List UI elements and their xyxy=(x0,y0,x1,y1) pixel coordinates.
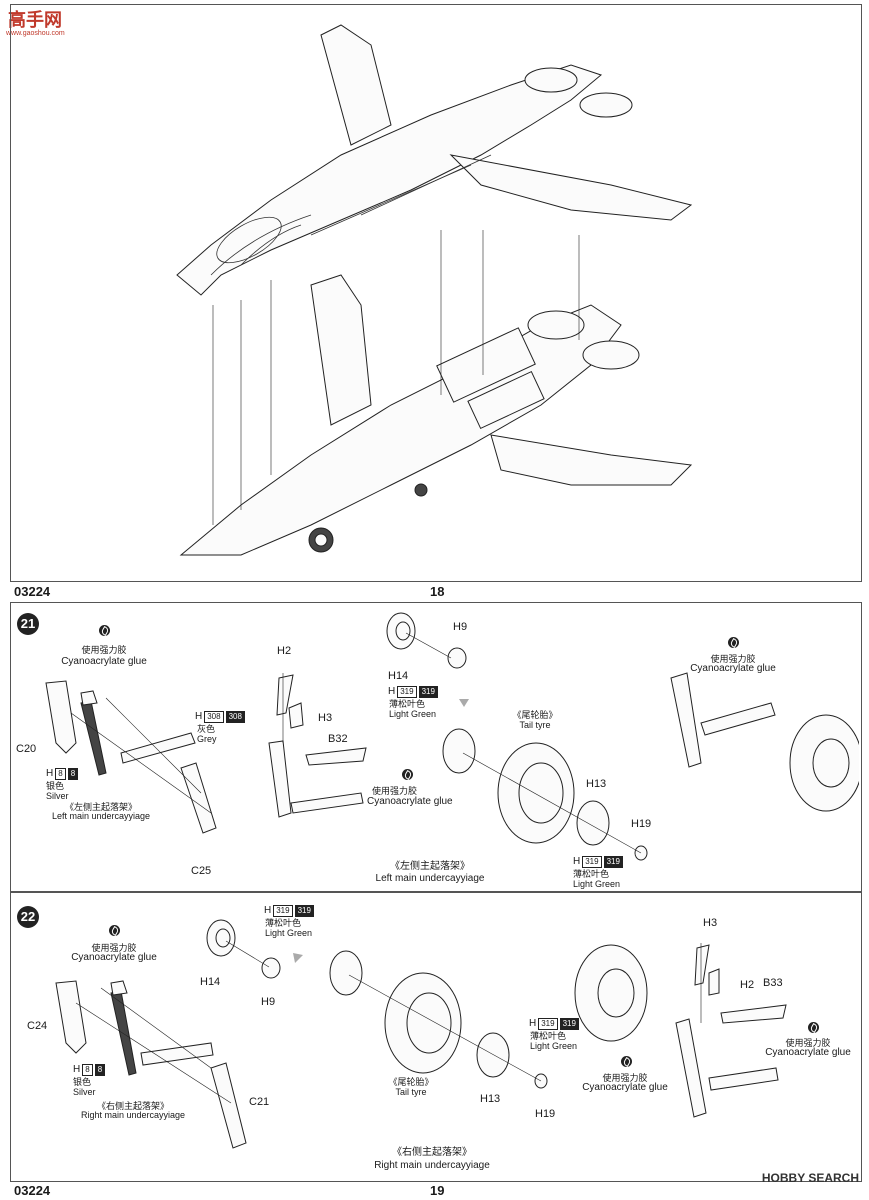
upper-fuselage-part xyxy=(176,24,693,296)
step-21-badge: 21 xyxy=(17,613,39,635)
right-main-label-en: Right main undercayyiage xyxy=(80,1110,186,1120)
paint-silver-cn: 银色 xyxy=(46,781,65,791)
part-label-c24: C24 xyxy=(27,1020,48,1032)
glue-label-cn: 使用强力胶 xyxy=(91,943,137,953)
paint-light-green-cn: 薄松叶色 xyxy=(265,918,302,928)
paint-light-green-en: Light Green xyxy=(573,879,621,889)
glue-label-cn: 使用强力胶 xyxy=(81,645,127,655)
part-label-h9: H9 xyxy=(453,621,468,633)
paint-grey-en: Grey xyxy=(197,734,217,744)
glue-icon xyxy=(402,769,413,780)
page-18-frame xyxy=(10,4,862,582)
lower-fuselage-part xyxy=(179,274,693,556)
page-18-number: 18 xyxy=(430,584,445,599)
part-label-h14: H14 xyxy=(388,670,409,682)
glue-label-cn: 使用强力胶 xyxy=(602,1073,648,1083)
glue-label-cn: 使用强力胶 xyxy=(785,1038,831,1048)
part-label-h3: H3 xyxy=(703,917,718,929)
paint-silver-en: Silver xyxy=(73,1087,96,1097)
step-22-frame xyxy=(10,892,862,1182)
paint-light-green-chip: H 319 319 xyxy=(573,856,623,868)
paint-grey-chip: H 308 308 xyxy=(195,711,245,723)
left-main-label-cn: 《左侧主起落架》 xyxy=(64,802,138,812)
left-main-label-en: Left main undercayyiage xyxy=(51,811,151,821)
glue-icon xyxy=(621,1056,632,1067)
part-label-h9: H9 xyxy=(261,996,276,1008)
part-label-c21: C21 xyxy=(249,1096,270,1108)
caption-en: Right main undercayyiage xyxy=(374,1160,490,1171)
part-label-h2: H2 xyxy=(740,979,755,991)
paint-light-green-chip: H 319 319 xyxy=(388,686,438,698)
tail-tyre-label-cn: 《尾轮胎》 xyxy=(512,710,558,720)
glue-label-en: Cyanoacrylate glue xyxy=(582,1082,668,1093)
paint-grey-cn: 灰色 xyxy=(197,724,216,734)
part-label-h2: H2 xyxy=(277,645,292,657)
part-strut-silver xyxy=(80,700,107,776)
part-label-h13: H13 xyxy=(480,1093,501,1105)
paint-silver-chip: H 8 8 xyxy=(46,768,79,780)
part-label-c25: C25 xyxy=(191,865,212,877)
paint-silver-cn: 银色 xyxy=(73,1077,92,1087)
glue-label-cn: 使用强力胶 xyxy=(710,654,756,664)
tail-tyre-label-en: Tail tyre xyxy=(395,1087,427,1097)
part-label-h19: H19 xyxy=(535,1108,556,1120)
part-label-b32: B32 xyxy=(328,733,348,745)
caption-cn: 《右侧主起落架》 xyxy=(392,1147,472,1158)
step-21-illustration xyxy=(45,612,859,861)
paint-light-green-en: Light Green xyxy=(265,928,313,938)
part-label-b33: B33 xyxy=(763,977,783,989)
glue-label-en: Cyanoacrylate glue xyxy=(61,656,147,667)
glue-label-en: Cyanoacrylate glue xyxy=(71,952,157,963)
paint-silver-chip: H 8 8 xyxy=(73,1064,106,1076)
part-label-h3: H3 xyxy=(318,712,333,724)
part-label-h19: H19 xyxy=(631,818,652,830)
step-22-badge: 22 xyxy=(17,906,39,928)
hobbysearch-watermark: HOBBY SEARCH xyxy=(761,1171,859,1185)
glue-icon xyxy=(99,625,110,636)
step-21-frame xyxy=(10,602,862,892)
paint-light-green-cn: 薄松叶色 xyxy=(389,699,426,709)
tail-tyre-label-cn: 《尾轮胎》 xyxy=(388,1077,434,1087)
page-19-code: 03224 xyxy=(14,1183,51,1198)
assembly-guide-lines xyxy=(212,230,580,525)
glue-icon xyxy=(728,637,739,648)
part-label-h14: H14 xyxy=(200,976,221,988)
glue-icon xyxy=(808,1022,819,1033)
glue-label-en: Cyanoacrylate glue xyxy=(765,1047,851,1058)
paint-light-green-chip: H 319 319 xyxy=(264,905,314,917)
part-label-c20: C20 xyxy=(16,743,37,755)
paint-light-green-en: Light Green xyxy=(530,1041,578,1051)
page-19-number: 19 xyxy=(430,1183,445,1198)
caption-cn: 《左侧主起落架》 xyxy=(390,861,470,872)
paint-light-green-cn: 薄松叶色 xyxy=(530,1031,567,1041)
glue-label-en: Cyanoacrylate glue xyxy=(690,663,776,674)
paint-silver-en: Silver xyxy=(46,791,69,801)
site-watermark: 高手网 xyxy=(8,10,62,30)
aircraft-assembly-illustration xyxy=(176,24,693,556)
paint-light-green-en: Light Green xyxy=(389,709,437,719)
site-watermark-url: www.gaoshou.com xyxy=(6,30,65,37)
caption-en: Left main undercayyiage xyxy=(375,873,485,884)
part-c20-shape xyxy=(45,680,77,754)
glue-label-cn: 使用强力胶 xyxy=(372,786,418,796)
tail-tyre-label-en: Tail tyre xyxy=(519,720,551,730)
part-c25-shape xyxy=(180,762,217,834)
paint-light-green-cn: 薄松叶色 xyxy=(573,869,610,879)
step-22-illustration xyxy=(55,919,787,1149)
paint-light-green-chip: H 319 319 xyxy=(529,1018,579,1030)
right-main-label-cn: 《右侧主起落架》 xyxy=(96,1101,170,1111)
page-18-code: 03224 xyxy=(14,584,51,599)
part-label-h13: H13 xyxy=(586,778,607,790)
glue-icon xyxy=(109,925,120,936)
glue-label-en: Cyanoacrylate glue xyxy=(367,796,453,807)
